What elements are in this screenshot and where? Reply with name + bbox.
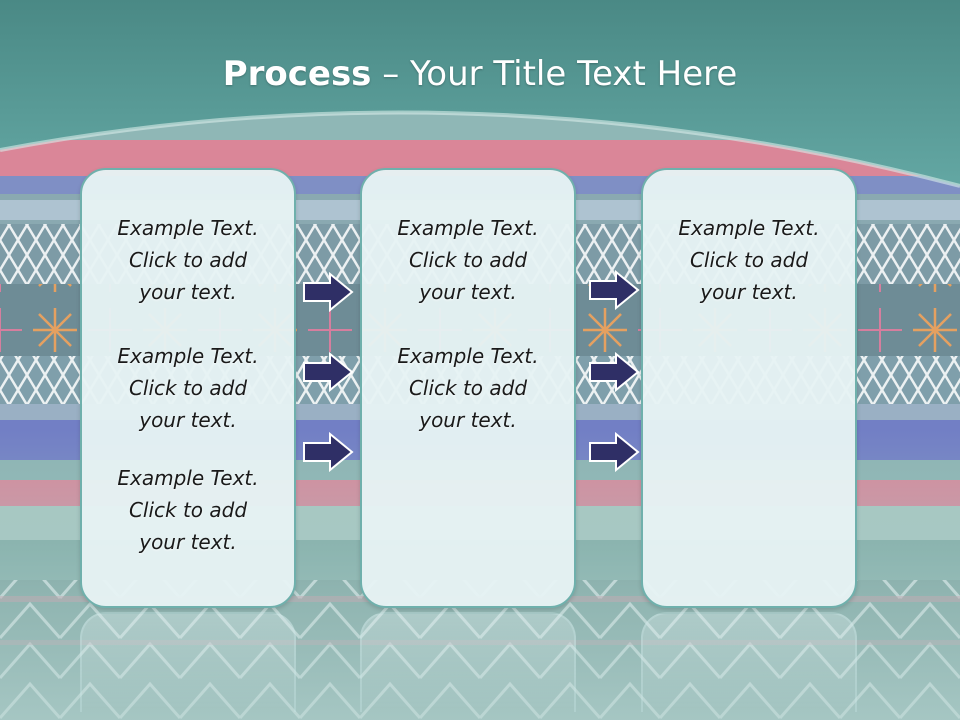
text-line: Example Text. [117,344,259,368]
process-box-2-text-2[interactable]: Example Text. Click to add your text. [362,340,574,436]
text-line: your text. [419,280,517,304]
text-line: Click to add [408,376,528,400]
text-line: your text. [700,280,798,304]
process-box-3-reflection [641,612,857,712]
title-bold: Process [222,54,372,94]
text-line: Example Text. [397,344,539,368]
text-line: your text. [419,408,517,432]
text-line: Click to add [408,248,528,272]
right-arrow-icon [589,270,640,310]
text-line: your text. [139,530,237,554]
process-box-2-reflection [360,612,576,712]
process-box-1-reflection [80,612,296,712]
text-line: Example Text. [678,216,820,240]
title-rest: – Your Title Text Here [371,54,738,94]
process-box-2-text-1[interactable]: Example Text. Click to add your text. [362,212,574,308]
text-line: Click to add [689,248,809,272]
process-box-3-text-1[interactable]: Example Text. Click to add your text. [643,212,855,308]
right-arrow-icon [303,432,354,472]
text-line: Example Text. [117,466,259,490]
right-arrow-icon [589,352,640,392]
process-box-1-text-3[interactable]: Example Text. Click to add your text. [82,462,294,558]
text-line: your text. [139,408,237,432]
text-line: Example Text. [397,216,539,240]
right-arrow-icon [303,352,354,392]
text-line: Example Text. [117,216,259,240]
process-box-1[interactable]: Example Text. Click to add your text. Ex… [80,168,296,608]
text-line: your text. [139,280,237,304]
page-title: Process – Your Title Text Here [0,52,960,96]
process-box-1-text-1[interactable]: Example Text. Click to add your text. [82,212,294,308]
process-box-2[interactable]: Example Text. Click to add your text. Ex… [360,168,576,608]
text-line: Click to add [128,248,248,272]
right-arrow-icon [589,432,640,472]
text-line: Click to add [128,498,248,522]
text-line: Click to add [128,376,248,400]
process-box-3[interactable]: Example Text. Click to add your text. [641,168,857,608]
right-arrow-icon [303,272,354,312]
process-box-1-text-2[interactable]: Example Text. Click to add your text. [82,340,294,436]
